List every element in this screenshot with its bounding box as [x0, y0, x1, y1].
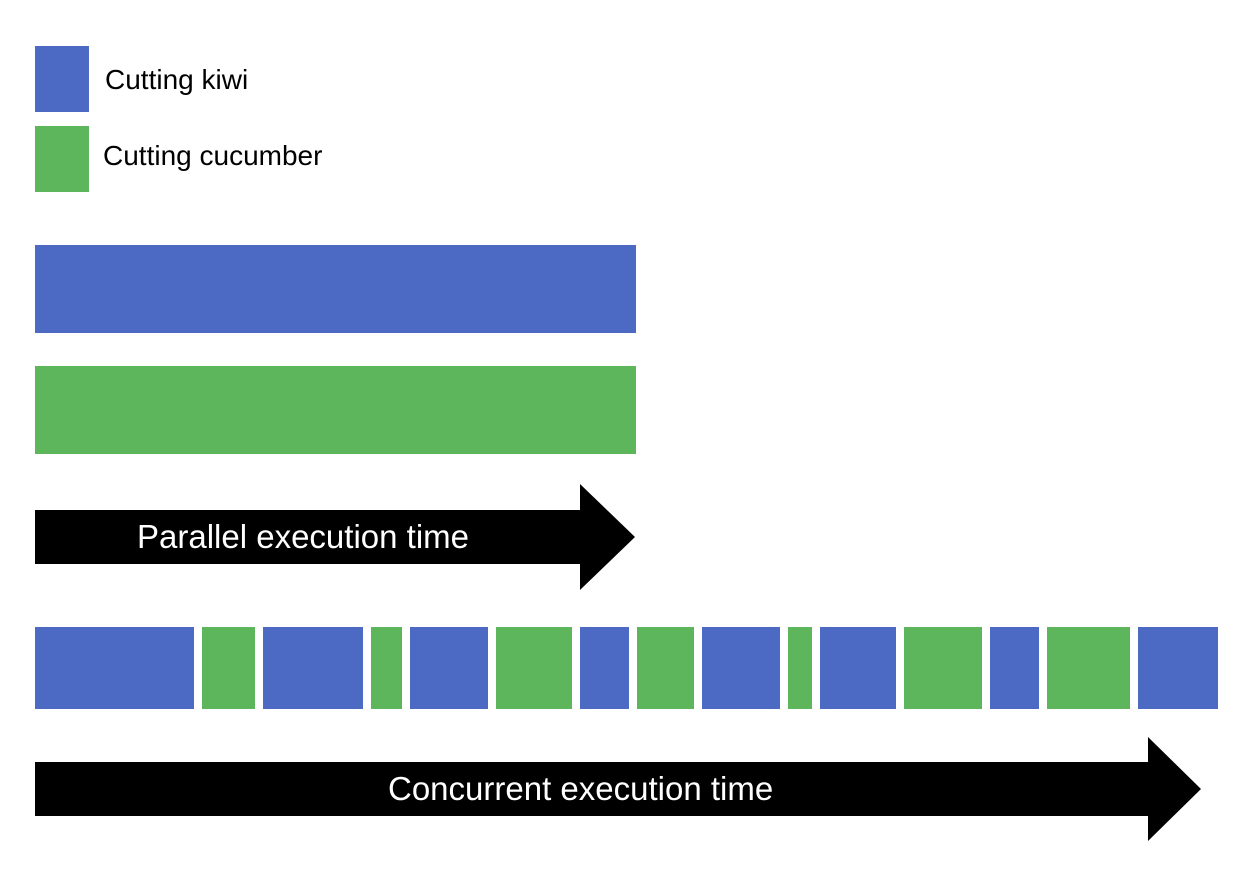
timeline-segment-kiwi	[263, 627, 363, 709]
timeline-segment-kiwi	[702, 627, 780, 709]
timeline-segment-cucumber	[1047, 627, 1130, 709]
timeline-segment-cucumber	[788, 627, 812, 709]
concurrent-timeline	[35, 627, 1218, 709]
legend-swatch-cucumber	[35, 126, 89, 192]
legend-label-kiwi: Cutting kiwi	[105, 64, 249, 95]
timeline-segment-kiwi	[580, 627, 629, 709]
concurrent-time-arrow: Concurrent execution time	[35, 737, 1201, 841]
timeline-segment-cucumber	[904, 627, 982, 709]
parallel-bar-kiwi	[35, 245, 636, 333]
concurrent-arrow-label: Concurrent execution time	[388, 770, 774, 807]
timeline-segment-kiwi	[820, 627, 896, 709]
timeline-segment-kiwi	[410, 627, 488, 709]
timeline-segment-cucumber	[371, 627, 402, 709]
timeline-segment-kiwi	[1138, 627, 1218, 709]
legend-label-cucumber: Cutting cucumber	[103, 140, 323, 171]
timeline-segment-kiwi	[35, 627, 194, 709]
legend-swatch-kiwi	[35, 46, 89, 112]
timeline-segment-kiwi	[990, 627, 1039, 709]
timeline-segment-cucumber	[202, 627, 255, 709]
parallel-arrow-label: Parallel execution time	[137, 518, 469, 555]
parallel-arrow-shape	[35, 484, 635, 590]
timeline-segment-cucumber	[637, 627, 694, 709]
timeline-segment-cucumber	[496, 627, 572, 709]
parallel-time-arrow: Parallel execution time	[35, 484, 635, 590]
concurrent-arrow-shape	[35, 737, 1201, 841]
parallel-bar-cucumber	[35, 366, 636, 454]
